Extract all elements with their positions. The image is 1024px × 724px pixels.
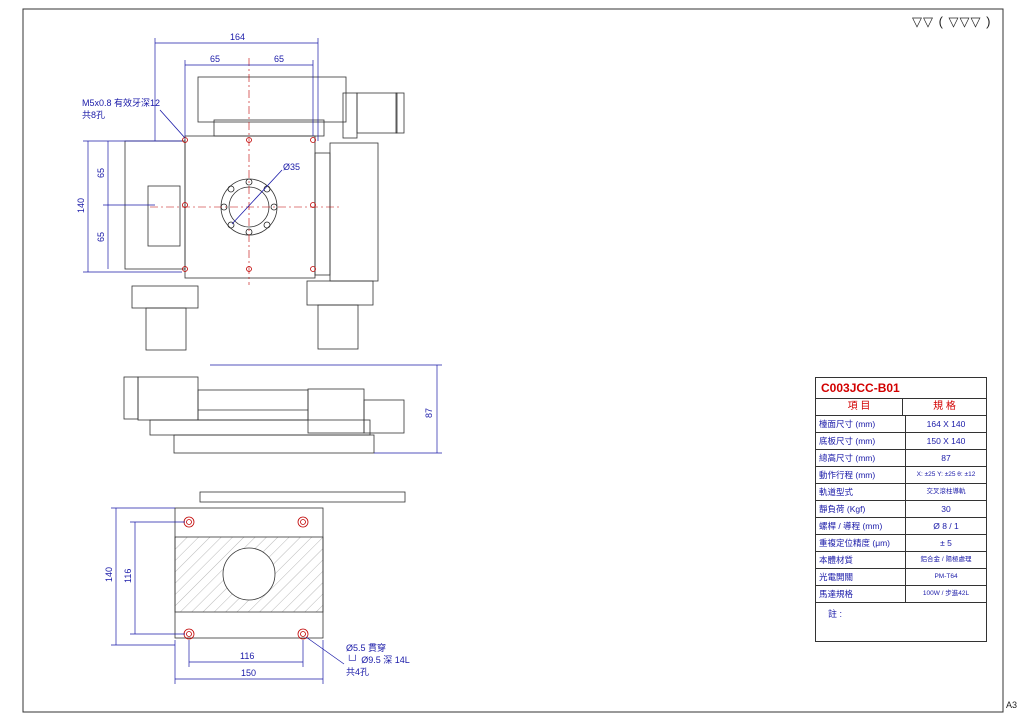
spec-value: 164 X 140 [926,419,966,429]
dim-top-width: 164 [230,32,245,42]
spec-value: 交叉滾柱導軌 [926,488,966,495]
dim-top-height-lower: 65 [96,232,106,242]
sheet-size-label: A3 [1006,700,1018,710]
tap-note-line2: 共8孔 [82,110,105,120]
spec-label: 本體材質 [816,552,906,568]
dim-base-width: 150 [241,668,256,678]
spec-row: 光電開關 PM-T64 [816,569,986,586]
spec-note: 註 : [828,609,843,619]
spec-value: ± 5 [940,538,952,548]
spec-row: 靜負荷 (Kgf) 30 [816,501,986,518]
spec-row: 馬達規格 100W / 步進42L [816,586,986,603]
spec-row: 檯面尺寸 (mm) 164 X 140 [816,416,986,433]
spec-row: 總高尺寸 (mm) 87 [816,450,986,467]
spec-label: 動作行程 (mm) [816,467,906,483]
spec-label: 總高尺寸 (mm) [816,450,906,466]
tap-leader [159,109,186,139]
dim-center-dia: Ø35 [283,162,300,172]
spec-value: X: ±25 Y: ±25 θ: ±12 [916,471,976,478]
sheet-border [22,8,1004,713]
side-view [123,376,405,454]
dim-top-height: 140 [76,198,86,213]
hole-note-line2: └┘ Ø9.5 深 14L [346,654,410,665]
dim-top-hole-left: 65 [210,54,220,64]
base-view [174,491,406,639]
dim-base-inner-width: 116 [240,651,254,661]
spec-value: 鋁合金 / 陽極處理 [920,556,972,563]
spec-header-item: 項 目 [816,399,903,415]
base-dimension-lines [111,507,345,684]
spec-label: 螺桿 / 導程 (mm) [816,518,906,534]
dim-base-inner-height: 116 [123,569,133,583]
spec-label: 馬達規格 [816,586,906,602]
dim-top-hole-right: 65 [274,54,284,64]
top-centerlines [150,58,340,285]
spec-row: 軌道型式 交叉滾柱導軌 [816,484,986,501]
tap-note-line1: M5x0.8 有效牙深12 [82,97,160,108]
spec-table: C003JCC-B01 項 目 規 格 檯面尺寸 (mm) 164 X 140 底… [815,377,987,642]
dim-top-height-upper: 65 [96,168,106,178]
spec-row: 重複定位精度 (μm) ± 5 [816,535,986,552]
spec-row: 本體材質 鋁合金 / 陽極處理 [816,552,986,569]
spec-row: 螺桿 / 導程 (mm) Ø 8 / 1 [816,518,986,535]
dim-base-height: 140 [104,567,114,582]
spec-label: 檯面尺寸 (mm) [816,416,906,432]
spec-row: 動作行程 (mm) X: ±25 Y: ±25 θ: ±12 [816,467,986,484]
spec-label: 靜負荷 (Kgf) [816,501,906,517]
spec-value: 150 X 140 [926,436,966,446]
spec-label: 重複定位精度 (μm) [816,535,906,551]
spec-row: 底板尺寸 (mm) 150 X 140 [816,433,986,450]
spec-header-row: 項 目 規 格 [816,399,986,416]
top-dimension-lines [83,38,319,273]
spec-label: 光電開關 [816,569,906,585]
spec-label: 底板尺寸 (mm) [816,433,906,449]
dia-leader [231,169,283,225]
spec-value: Ø 8 / 1 [933,521,959,531]
surface-roughness-symbol: ▽▽ ( ▽▽▽ ) [912,14,992,29]
spec-value: PM-T64 [934,573,958,580]
side-dimension-lines [210,364,442,454]
spec-value: 30 [941,504,951,514]
spec-label: 軌道型式 [816,484,906,500]
hole-note-line1: Ø5.5 貫穿 [346,642,386,653]
dim-side-height: 87 [424,408,434,418]
hole-note-line3: 共4孔 [346,667,369,677]
spec-value: 100W / 步進42L [922,590,970,597]
spec-title: C003JCC-B01 [816,378,986,399]
spec-header-spec: 規 格 [933,401,956,412]
spec-value: 87 [941,453,951,463]
